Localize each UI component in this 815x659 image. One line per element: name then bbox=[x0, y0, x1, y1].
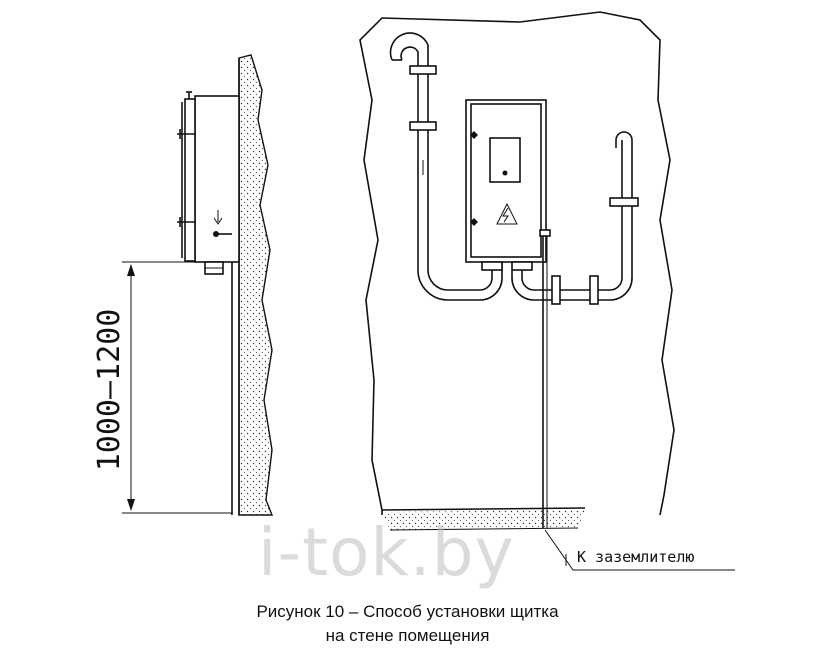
height-dimension: 1000–1200 bbox=[92, 261, 232, 514]
left-conduit bbox=[389, 32, 503, 301]
lightning-warning-icon bbox=[496, 202, 518, 225]
dimension-label: 1000–1200 bbox=[92, 309, 127, 472]
cabinet-front bbox=[465, 99, 547, 271]
watermark: i-tok.by bbox=[258, 514, 515, 591]
front-view: К заземлителю bbox=[359, 11, 735, 571]
ground-label: К заземлителю bbox=[577, 548, 694, 566]
wall-section bbox=[238, 54, 274, 516]
floor bbox=[381, 507, 586, 531]
wall-outline bbox=[359, 11, 675, 516]
side-view: 1000–1200 bbox=[92, 54, 274, 516]
down-arrow-icon bbox=[213, 210, 223, 225]
right-conduit bbox=[511, 131, 639, 305]
figure-caption: Рисунок 10 – Способ установки щитка на с… bbox=[0, 600, 815, 648]
caption-line-1: Рисунок 10 – Способ установки щитка bbox=[256, 602, 559, 621]
caption-line-2: на стене помещения bbox=[325, 626, 490, 645]
ground-conductor: К заземлителю bbox=[539, 229, 735, 571]
cabinet-side bbox=[177, 91, 240, 275]
